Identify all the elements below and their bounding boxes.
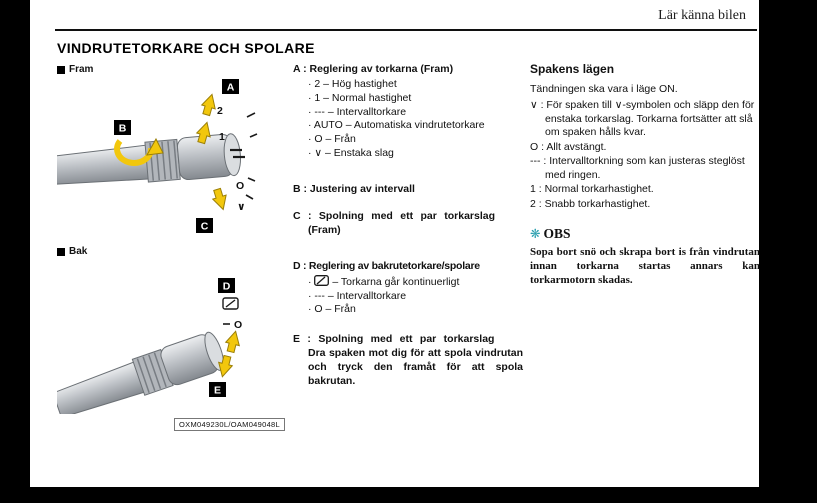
lever-position-entry: O : Allt avstängt. (530, 140, 607, 153)
marking-speed-1: 1 (219, 131, 225, 143)
section-d-items: – Torkarna går kontinuerligt --- – Inter… (308, 274, 523, 317)
rear-wiper-on-icon (222, 297, 239, 310)
section-d: D : Reglering av bakrutetorkare/spolare … (293, 259, 523, 317)
obs-heading-text: OBS (543, 226, 571, 241)
marking-speed-2: 2 (217, 105, 223, 117)
section-d-heading: D : Reglering av bakrutetorkare/spolare (293, 259, 480, 272)
label-badge-c (196, 218, 213, 233)
label-badge-b (114, 120, 131, 135)
manual-page: Lär känna bilen VINDRUTETORKARE OCH SPOL… (30, 0, 760, 487)
front-figure-label: Fram (57, 64, 287, 75)
down-arrow-icon (209, 186, 231, 213)
section-e-body: Dra spaken mot dig för att spola vindrut… (308, 347, 523, 388)
front-stalk-art (57, 133, 242, 185)
list-item: --- – Intervalltorkare (308, 106, 523, 120)
rear-figure-label-text: Bak (69, 246, 88, 257)
label-d: D (223, 281, 231, 293)
rear-stalk-art (57, 331, 224, 414)
list-item-text: --- – Intervalltorkare (314, 105, 407, 118)
obs-heading: ❋OBS (530, 226, 760, 242)
section-e-heading: E : Spolning med ett par torkarslag (293, 333, 495, 346)
section-c-heading-line2: (Fram) (308, 223, 341, 236)
dial-tick-marks (245, 112, 258, 200)
descriptions-column: A : Reglering av torkarna (Fram) 2 – Hög… (293, 62, 523, 388)
header-rule (55, 29, 757, 31)
list-item-text: O – Från (314, 303, 356, 316)
label-badge-e (209, 382, 226, 397)
diagrams-column: Fram (57, 64, 287, 431)
rear-wiper-on-icon (314, 274, 330, 286)
list-item-text: O – Från (314, 133, 356, 146)
list-item: --- – Intervalltorkare (308, 290, 523, 304)
list-item: 1 – Normal hastighet (308, 92, 523, 106)
intermittent-marks (230, 148, 245, 159)
list-item-text: 2 – Hög hastighet (314, 78, 397, 90)
figure-caption: OXM049230L/OAM049048L (174, 418, 285, 431)
list-item: O – Från (308, 303, 523, 317)
front-figure-label-text: Fram (69, 64, 94, 75)
label-a: A (227, 82, 235, 94)
lever-position-entries: ∨ : För spaken till ∨-symbolen och släpp… (530, 99, 760, 211)
rear-wiper-stalk-diagram: D O E (57, 278, 243, 414)
list-item: O – Från (308, 133, 523, 147)
obs-note: Sopa bort snö och skrapa bort is från vi… (530, 246, 760, 286)
list-item: 2 – Hög hastighet (308, 78, 523, 92)
list-item-text: ∨ – Enstaka slag (314, 146, 394, 159)
list-item-text: AUTO – Automatiska vindrutetorkare (313, 119, 485, 132)
section-b-heading: B : Justering av intervall (293, 182, 415, 195)
marking-off: O (236, 180, 244, 192)
label-badge-d (218, 278, 235, 293)
section-a-items: 2 – Hög hastighet 1 – Normal hastighet -… (308, 78, 523, 161)
list-item-text: – Torkarna går kontinuerligt (332, 275, 460, 288)
up-arrow-icon (199, 91, 220, 118)
section-a: A : Reglering av torkarna (Fram) 2 – Hög… (293, 62, 523, 161)
interval-ring-ridges (136, 352, 167, 393)
lever-positions-intro: Tändningen ska vara i läge ON. (530, 83, 678, 95)
label-b: B (119, 123, 127, 135)
marking-single-wipe: ∨ (237, 201, 246, 213)
section-e: E : Spolning med ett par torkarslag Dra … (293, 332, 523, 388)
list-item-text: 1 – Normal hastighet (314, 91, 412, 104)
list-item: ∨ – Enstaka slag (308, 147, 523, 161)
rear-figure-label: Bak (57, 246, 287, 257)
lever-position-entry: 2 : Snabb torkarhastighet. (530, 197, 651, 210)
running-header: Lär känna bilen (658, 8, 746, 23)
section-c-heading: C : Spolning med ett par torkarslag (293, 209, 496, 222)
list-item: – Torkarna går kontinuerligt (308, 274, 523, 290)
label-e: E (214, 385, 221, 397)
section-a-heading: A : Reglering av torkarna (Fram) (293, 63, 454, 75)
label-c: C (201, 221, 209, 233)
list-item: AUTO – Automatiska vindrutetorkare (308, 119, 523, 133)
lever-position-entry: --- : Intervalltorkning som kan justeras… (530, 155, 745, 181)
front-wiper-stalk-diagram: A 2 B 1 O ∨ C (57, 79, 258, 233)
page-title: VINDRUTETORKARE OCH SPOLARE (57, 40, 315, 56)
obs-asterisk-icon: ❋ (530, 226, 541, 241)
twist-arrow-head-icon (146, 137, 164, 156)
rear-marking-off: O (234, 319, 242, 331)
section-c: C : Spolning med ett par torkarslag (Fra… (293, 209, 523, 237)
label-badge-a (222, 79, 239, 94)
square-bullet-icon (57, 65, 65, 74)
lever-positions-column: Spakens lägen Tändningen ska vara i läge… (530, 62, 760, 287)
section-b: B : Justering av intervall (293, 182, 523, 196)
up-arrow-icon (223, 329, 243, 354)
lever-position-entry: 1 : Normal torkarhastighet. (530, 183, 654, 195)
list-item-text: --- – Intervalltorkare (314, 289, 407, 302)
lever-positions-heading: Spakens lägen (530, 62, 615, 76)
lever-position-entry: ∨ : För spaken till ∨-symbolen och släpp… (530, 99, 755, 138)
square-bullet-icon (57, 247, 65, 256)
